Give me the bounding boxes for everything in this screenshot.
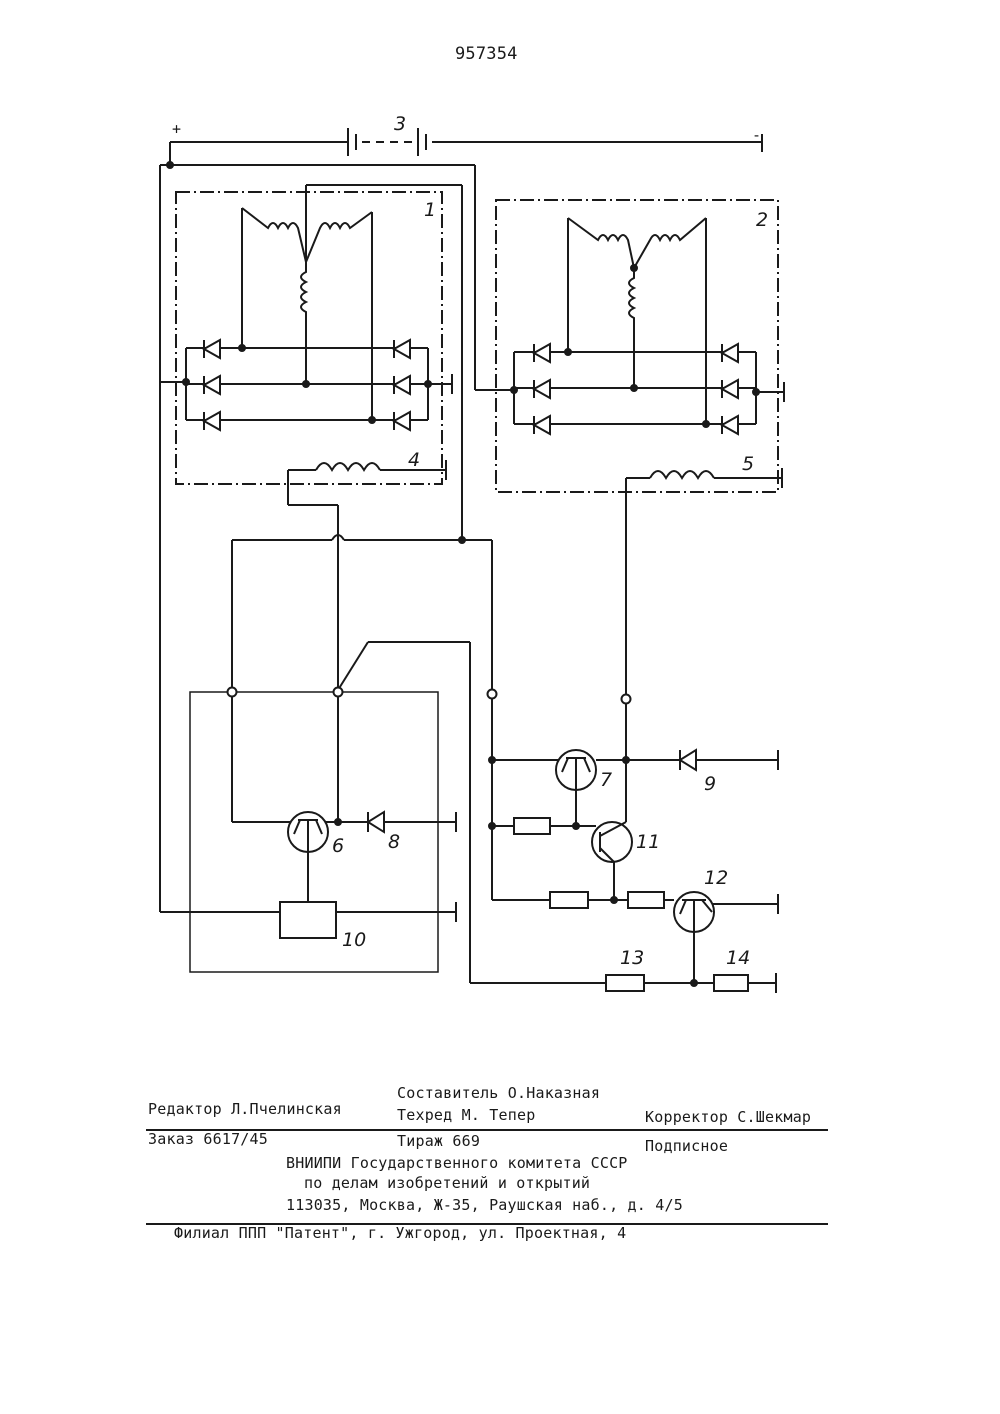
diode-icon [204,376,220,394]
minus-sign: - [752,126,761,144]
corrector: Корректор С.Шекмар [645,1108,811,1126]
circulation: Тираж 669 [397,1132,480,1150]
control-block-10 [280,902,336,938]
diode-icon [534,344,550,362]
label-transistor-7: 7 [600,769,612,791]
circuit-schematic: + - 3 [0,0,1000,1040]
junction-dot [167,162,173,168]
generator-2 [475,200,784,492]
label-winding-5: 5 [742,453,754,475]
org-line-2: по делам изобретений и открытий [304,1174,590,1192]
diode-icon [394,412,410,430]
battery-3 [348,128,426,156]
diode-icon [722,344,738,362]
resistor-icon [514,818,550,834]
label-transistor-6: 6 [332,835,344,857]
label-diode-8: 8 [388,831,400,853]
diode-9-icon [680,750,696,770]
branch: Филиал ППП "Патент", г. Ужгород, ул. Про… [174,1224,626,1242]
generator-1 [160,185,462,540]
diode-icon [722,380,738,398]
winding-4 [288,460,446,690]
label-resistor-14: 14 [726,947,750,969]
diode-icon [534,416,550,434]
org-line-3: 113035, Москва, Ж-35, Раушская наб., д. … [286,1196,683,1214]
org-line-1: ВНИИПИ Государственного комитета СССР [286,1154,628,1172]
regulator-block [160,688,456,973]
transistor-7-icon [556,750,596,790]
subscription: Подписное [645,1137,728,1155]
resistor-icon [628,892,664,908]
label-block-10: 10 [342,929,366,951]
label-transistor-11: 11 [636,831,660,853]
diode-icon [204,412,220,430]
label-diode-9: 9 [704,773,716,795]
terminal-icon [228,688,237,697]
diode-icon [534,380,550,398]
label-generator-1: 1 [424,199,436,221]
terminal-icon [488,690,497,699]
label-resistor-13: 13 [620,947,644,969]
diode-icon [722,416,738,434]
diode-icon [394,376,410,394]
transistor-12-icon [674,892,714,932]
diode-icon [394,340,410,358]
label-generator-2: 2 [756,209,768,231]
resistor-13-icon [606,975,644,991]
label-winding-4: 4 [408,449,420,471]
resistor-icon [550,892,588,908]
compiler: Составитель О.Наказная [397,1084,600,1102]
techred: Техред М. Тепер [397,1106,535,1124]
resistor-14-icon [714,975,748,991]
diode-8-icon [368,812,384,832]
label-battery: 3 [394,113,406,135]
order: Заказ 6617/45 [148,1130,268,1148]
transistor-11-icon [592,822,632,862]
winding-5 [626,468,782,695]
terminal-icon [334,688,343,697]
diode-icon [204,340,220,358]
label-transistor-12: 12 [704,867,728,889]
terminal-icon [622,695,631,704]
transistor-6-icon [288,812,328,852]
plus-sign: + [172,120,181,138]
editor: Редактор Л.Пчелинская [148,1100,342,1118]
